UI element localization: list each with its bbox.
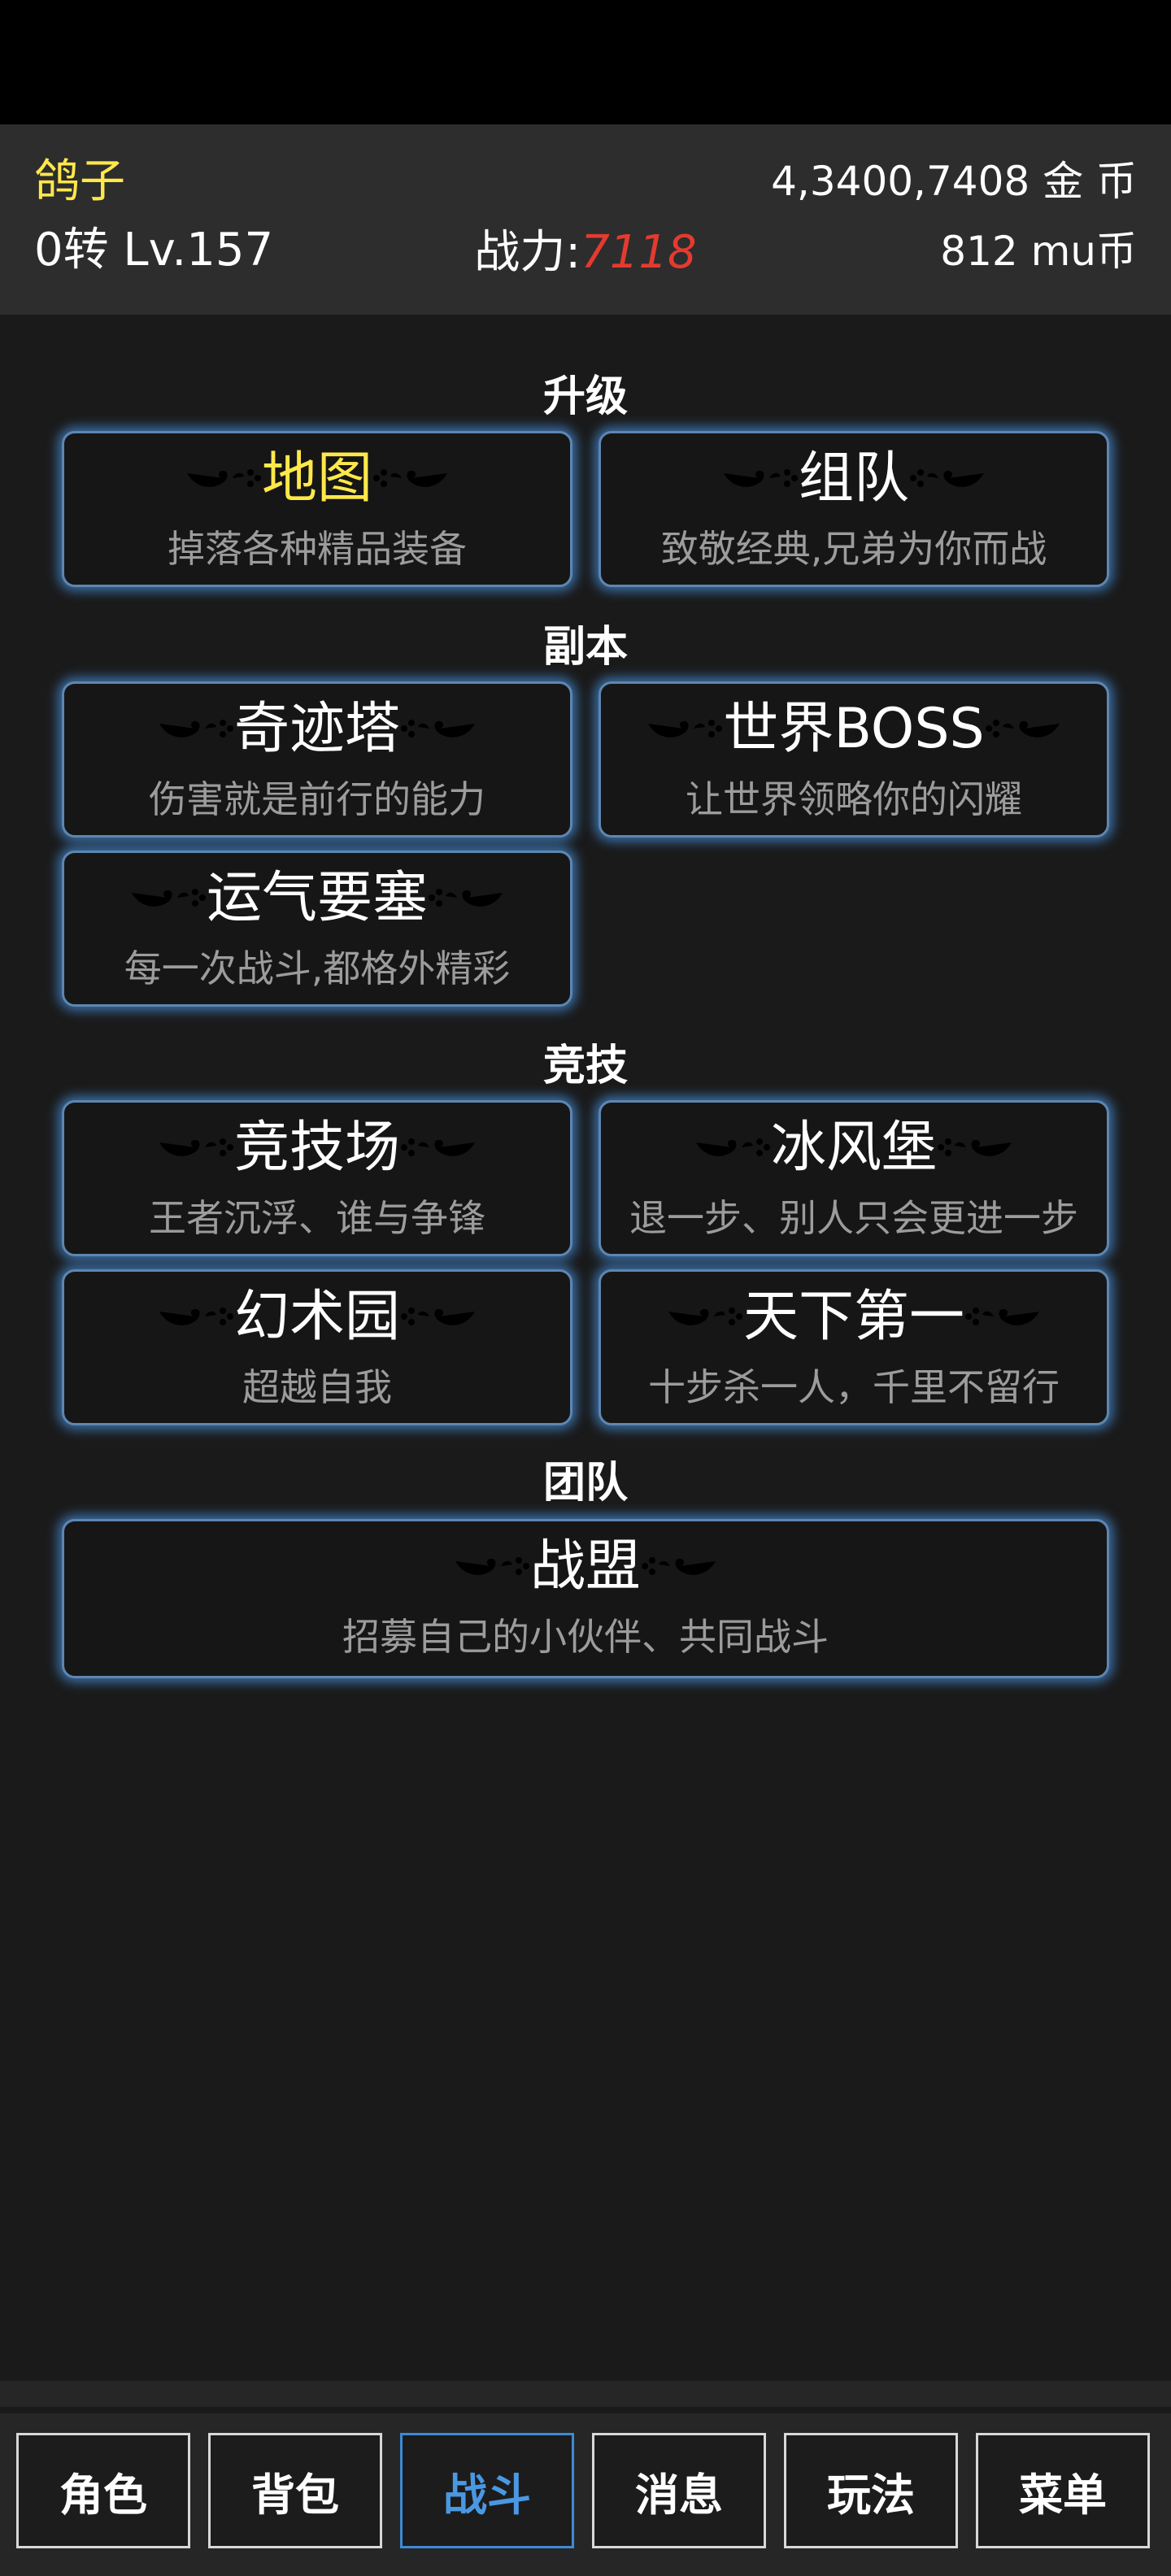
colosseum-card[interactable]: 竞技场 王者沉浮、谁与争锋: [62, 1100, 572, 1256]
ice-wind-castle-card-desc: 退一步、别人只会更进一步: [629, 1196, 1078, 1240]
world-boss-card[interactable]: 世界BOSS 让世界领略你的闪耀: [599, 681, 1109, 838]
world-boss-card-desc: 让世界领略你的闪耀: [686, 777, 1022, 821]
miracle-tower-card-title: 奇迹塔: [233, 697, 400, 761]
luck-fortress-card[interactable]: 运气要塞 每一次战斗,都格外精彩: [62, 851, 572, 1007]
ice-wind-castle-card[interactable]: 冰风堡 退一步、别人只会更进一步: [599, 1100, 1109, 1256]
combat-power: 战力:7118: [0, 230, 1171, 276]
map-card[interactable]: 地图 掉落各种精品装备: [62, 431, 572, 587]
flourish-left-icon: [184, 460, 262, 498]
nav-bag-button[interactable]: 背包: [208, 2433, 382, 2548]
flourish-right-icon: [641, 1548, 719, 1586]
section-title-arena: 竞技: [542, 1042, 628, 1090]
status-bar: [0, 0, 1171, 124]
team-up-card[interactable]: 组队 致敬经典,兄弟为你而战: [599, 431, 1109, 587]
flourish-right-icon: [964, 1299, 1043, 1336]
section-title-team: 团队: [542, 1459, 628, 1508]
player-name: 鸽子: [34, 155, 125, 208]
flourish-right-icon: [400, 1129, 478, 1167]
number-one-card-title: 天下第一: [742, 1285, 964, 1349]
flourish-left-icon: [156, 1299, 234, 1336]
number-one-card-desc: 十步杀一人，千里不留行: [648, 1365, 1060, 1409]
nav-messages-button[interactable]: 消息: [592, 2433, 766, 2548]
flourish-right-icon: [985, 711, 1063, 748]
bottom-nav-divider: [0, 2407, 1171, 2413]
flourish-left-icon: [156, 711, 234, 748]
illusion-garden-card[interactable]: 幻术园 超越自我: [62, 1269, 572, 1425]
colosseum-card-title: 竞技场: [233, 1116, 400, 1180]
player-level: 0转 Lv.157: [34, 224, 274, 276]
gold-balance: 4,3400,7408 金 币: [771, 158, 1137, 205]
team-up-card-title: 组队: [798, 446, 909, 511]
flourish-left-icon: [156, 1129, 234, 1167]
mu-balance: 812 mu币: [940, 228, 1137, 275]
flourish-left-icon: [128, 880, 207, 917]
nav-battle-button[interactable]: 战斗: [400, 2433, 574, 2548]
flourish-left-icon: [665, 1299, 743, 1336]
miracle-tower-card[interactable]: 奇迹塔 伤害就是前行的能力: [62, 681, 572, 838]
player-header: [0, 124, 1171, 315]
flourish-right-icon: [400, 1299, 478, 1336]
combat-power-value: 7118: [581, 226, 697, 279]
illusion-garden-card-desc: 超越自我: [242, 1365, 392, 1409]
luck-fortress-card-title: 运气要塞: [206, 866, 428, 930]
flourish-left-icon: [720, 460, 799, 498]
flourish-left-icon: [452, 1548, 530, 1586]
flourish-left-icon: [693, 1129, 771, 1167]
war-alliance-card-title: 战盟: [529, 1534, 641, 1599]
flourish-left-icon: [645, 711, 723, 748]
luck-fortress-card-desc: 每一次战斗,都格外精彩: [124, 946, 511, 990]
colosseum-card-desc: 王者沉浮、谁与争锋: [149, 1196, 485, 1240]
war-alliance-card[interactable]: 战盟 招募自己的小伙伴、共同战斗: [62, 1519, 1109, 1678]
nav-menu-button[interactable]: 菜单: [976, 2433, 1150, 2548]
map-card-desc: 掉落各种精品装备: [168, 527, 467, 571]
flourish-right-icon: [909, 460, 987, 498]
section-title-dungeon: 副本: [542, 623, 628, 672]
war-alliance-card-desc: 招募自己的小伙伴、共同战斗: [342, 1615, 829, 1659]
flourish-right-icon: [937, 1129, 1015, 1167]
section-title-upgrade: 升级: [542, 372, 628, 421]
map-card-title: 地图: [261, 446, 372, 511]
ice-wind-castle-card-title: 冰风堡: [770, 1116, 937, 1180]
number-one-card[interactable]: 天下第一 十步杀一人，千里不留行: [599, 1269, 1109, 1425]
team-up-card-desc: 致敬经典,兄弟为你而战: [660, 527, 1047, 571]
nav-gameplay-button[interactable]: 玩法: [784, 2433, 958, 2548]
world-boss-card-title: 世界BOSS: [723, 697, 985, 761]
flourish-right-icon: [428, 880, 506, 917]
combat-power-label: 战力:: [474, 226, 581, 279]
miracle-tower-card-desc: 伤害就是前行的能力: [149, 777, 485, 821]
flourish-right-icon: [372, 460, 451, 498]
flourish-right-icon: [400, 711, 478, 748]
nav-character-button[interactable]: 角色: [16, 2433, 190, 2548]
illusion-garden-card-title: 幻术园: [233, 1285, 400, 1349]
